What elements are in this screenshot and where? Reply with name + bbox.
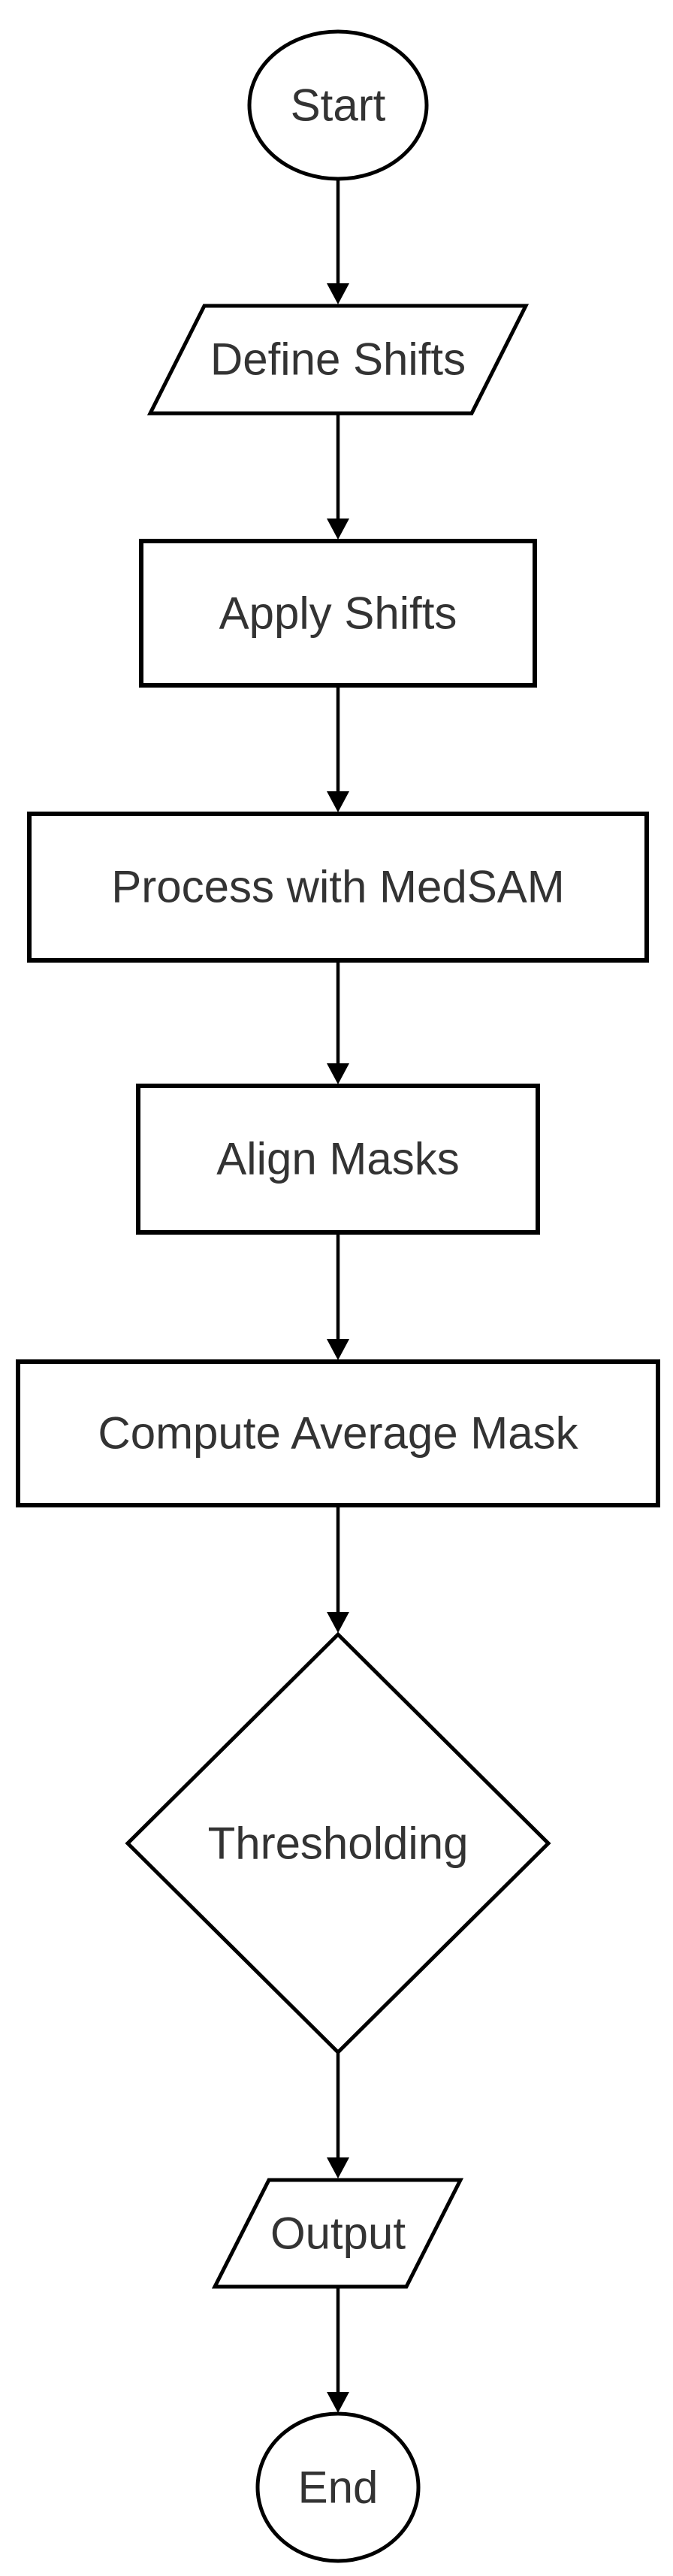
arrowhead-icon — [327, 283, 349, 304]
define-shifts-parallelogram — [146, 304, 530, 416]
node-define-shifts: Define Shifts — [146, 304, 530, 416]
arrowhead-icon — [327, 1339, 349, 1360]
node-compute-average-mask: Compute Average Mask — [16, 1359, 660, 1507]
node-process-with-medsam: Process with MedSAM — [27, 812, 649, 963]
arrowhead-icon — [327, 1063, 349, 1084]
output-parallelogram — [211, 2178, 464, 2289]
edge-output-end — [327, 2287, 349, 2413]
node-start: Start — [247, 29, 429, 181]
apply-shifts-rectangle — [139, 539, 537, 688]
start-ellipse — [247, 29, 429, 181]
node-apply-shifts: Apply Shifts — [139, 539, 537, 688]
arrowhead-icon — [327, 2392, 349, 2413]
process-with-medsam-rectangle — [27, 812, 649, 963]
node-end: End — [255, 2411, 421, 2563]
align-masks-rectangle — [136, 1084, 540, 1235]
edge-align-masks-compute-average-mask — [327, 1232, 349, 1360]
node-label: Process with MedSAM — [111, 862, 565, 912]
edge-compute-average-mask-thresholding — [327, 1505, 349, 1633]
compute-average-mask-rectangle — [16, 1359, 660, 1507]
end-ellipse — [255, 2411, 421, 2563]
node-label: Output — [270, 2209, 406, 2259]
edge-define-shifts-apply-shifts — [327, 413, 349, 540]
thresholding-diamond — [125, 1631, 551, 2055]
node-label: End — [298, 2463, 379, 2513]
arrowhead-icon — [327, 1612, 349, 1633]
node-align-masks: Align Masks — [136, 1084, 540, 1235]
node-label: Thresholding — [208, 1819, 469, 1869]
arrowhead-icon — [327, 791, 349, 812]
node-label: Align Masks — [216, 1134, 459, 1184]
node-output: Output — [211, 2178, 464, 2289]
edge-thresholding-output — [327, 2052, 349, 2178]
arrowhead-icon — [327, 519, 349, 540]
arrowhead-icon — [327, 2157, 349, 2178]
node-thresholding: Thresholding — [125, 1631, 551, 2055]
node-label: Define Shifts — [210, 334, 466, 385]
node-label: Start — [291, 80, 386, 131]
edge-start-define-shifts — [327, 179, 349, 304]
edge-apply-shifts-process-with-medsam — [327, 685, 349, 812]
edge-process-with-medsam-align-masks — [327, 960, 349, 1084]
node-label: Apply Shifts — [219, 588, 457, 639]
node-label: Compute Average Mask — [98, 1408, 578, 1459]
